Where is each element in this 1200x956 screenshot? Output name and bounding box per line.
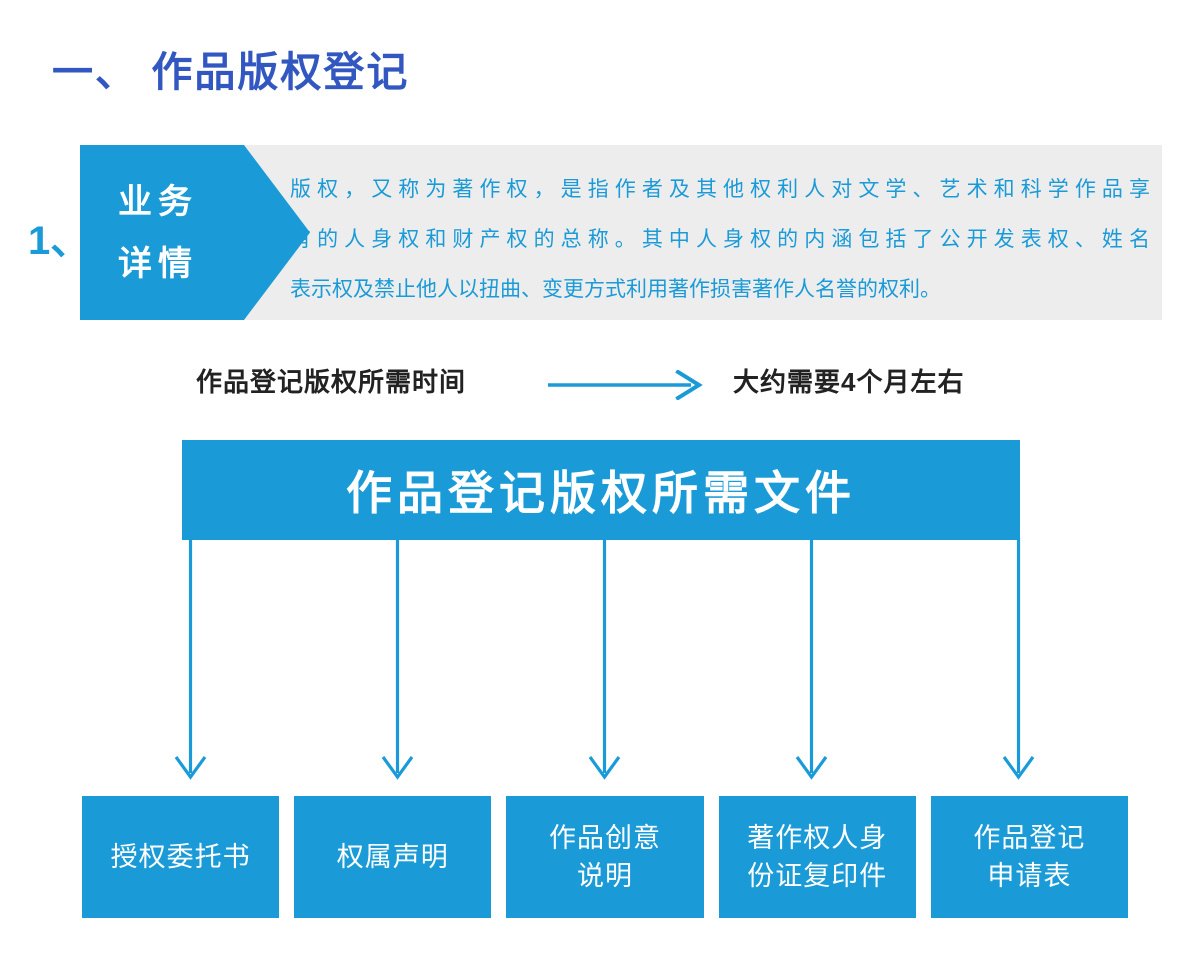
document-box-ownership-statement[interactable]: 权属声明: [294, 796, 492, 918]
paragraph-line-1: 版权，又称为著作权，是指作者及其他权利人对文学、艺术和科学作品享: [290, 178, 1150, 201]
duration-row: 作品登记版权所需时间 大约需要4个月左右: [0, 362, 1200, 406]
right-arrow-icon: [548, 370, 703, 400]
business-detail-panel: 版权，又称为著作权，是指作者及其他权利人对文学、艺术和科学作品享 有的人身权和财…: [80, 145, 1162, 320]
connector-arrow-2: [381, 538, 414, 780]
business-detail-paragraph: 版权，又称为著作权，是指作者及其他权利人对文学、艺术和科学作品享 有的人身权和财…: [290, 165, 1150, 315]
paragraph-line-2: 有的人身权和财产权的总称。其中人身权的内涵包括了公开发表权、姓名: [290, 228, 1150, 251]
documents-list: 授权委托书 权属声明 作品创意说明 著作权人身份证复印件 作品登记申请表: [82, 796, 1129, 918]
document-box-text: 权属声明: [336, 842, 449, 872]
document-box-text: 作品登记申请表: [973, 823, 1086, 891]
document-box-author-id-copy[interactable]: 著作权人身份证复印件: [718, 796, 916, 918]
paragraph-line-3: 表示权及禁止他人以扭曲、变更方式利用著作损害著作人名誉的权利。: [290, 278, 941, 301]
page-title: 一、 作品版权登记: [52, 49, 410, 95]
connector-arrow-4: [795, 538, 828, 780]
section-index-label: 1、: [28, 219, 91, 263]
documents-header-bar: 作品登记版权所需文件: [182, 440, 1020, 540]
duration-value: 大约需要4个月左右: [733, 367, 965, 397]
documents-header-title: 作品登记版权所需文件: [346, 467, 856, 519]
badge-line-1: 业务: [118, 182, 198, 221]
document-box-authorization-letter[interactable]: 授权委托书: [82, 796, 280, 918]
document-box-creative-description[interactable]: 作品创意说明: [506, 796, 704, 918]
document-box-text: 作品创意说明: [549, 823, 661, 891]
connector-arrows-group: [174, 538, 1035, 780]
connector-arrow-3: [588, 538, 621, 780]
document-box-text: 著作权人身份证复印件: [747, 823, 888, 891]
connector-arrow-1: [174, 538, 207, 780]
badge-line-2: 详情: [118, 244, 198, 283]
document-box-text: 授权委托书: [110, 842, 251, 872]
duration-label: 作品登记版权所需时间: [196, 367, 467, 397]
document-box-registration-form[interactable]: 作品登记申请表: [930, 796, 1129, 918]
connector-arrow-5: [1002, 538, 1035, 780]
